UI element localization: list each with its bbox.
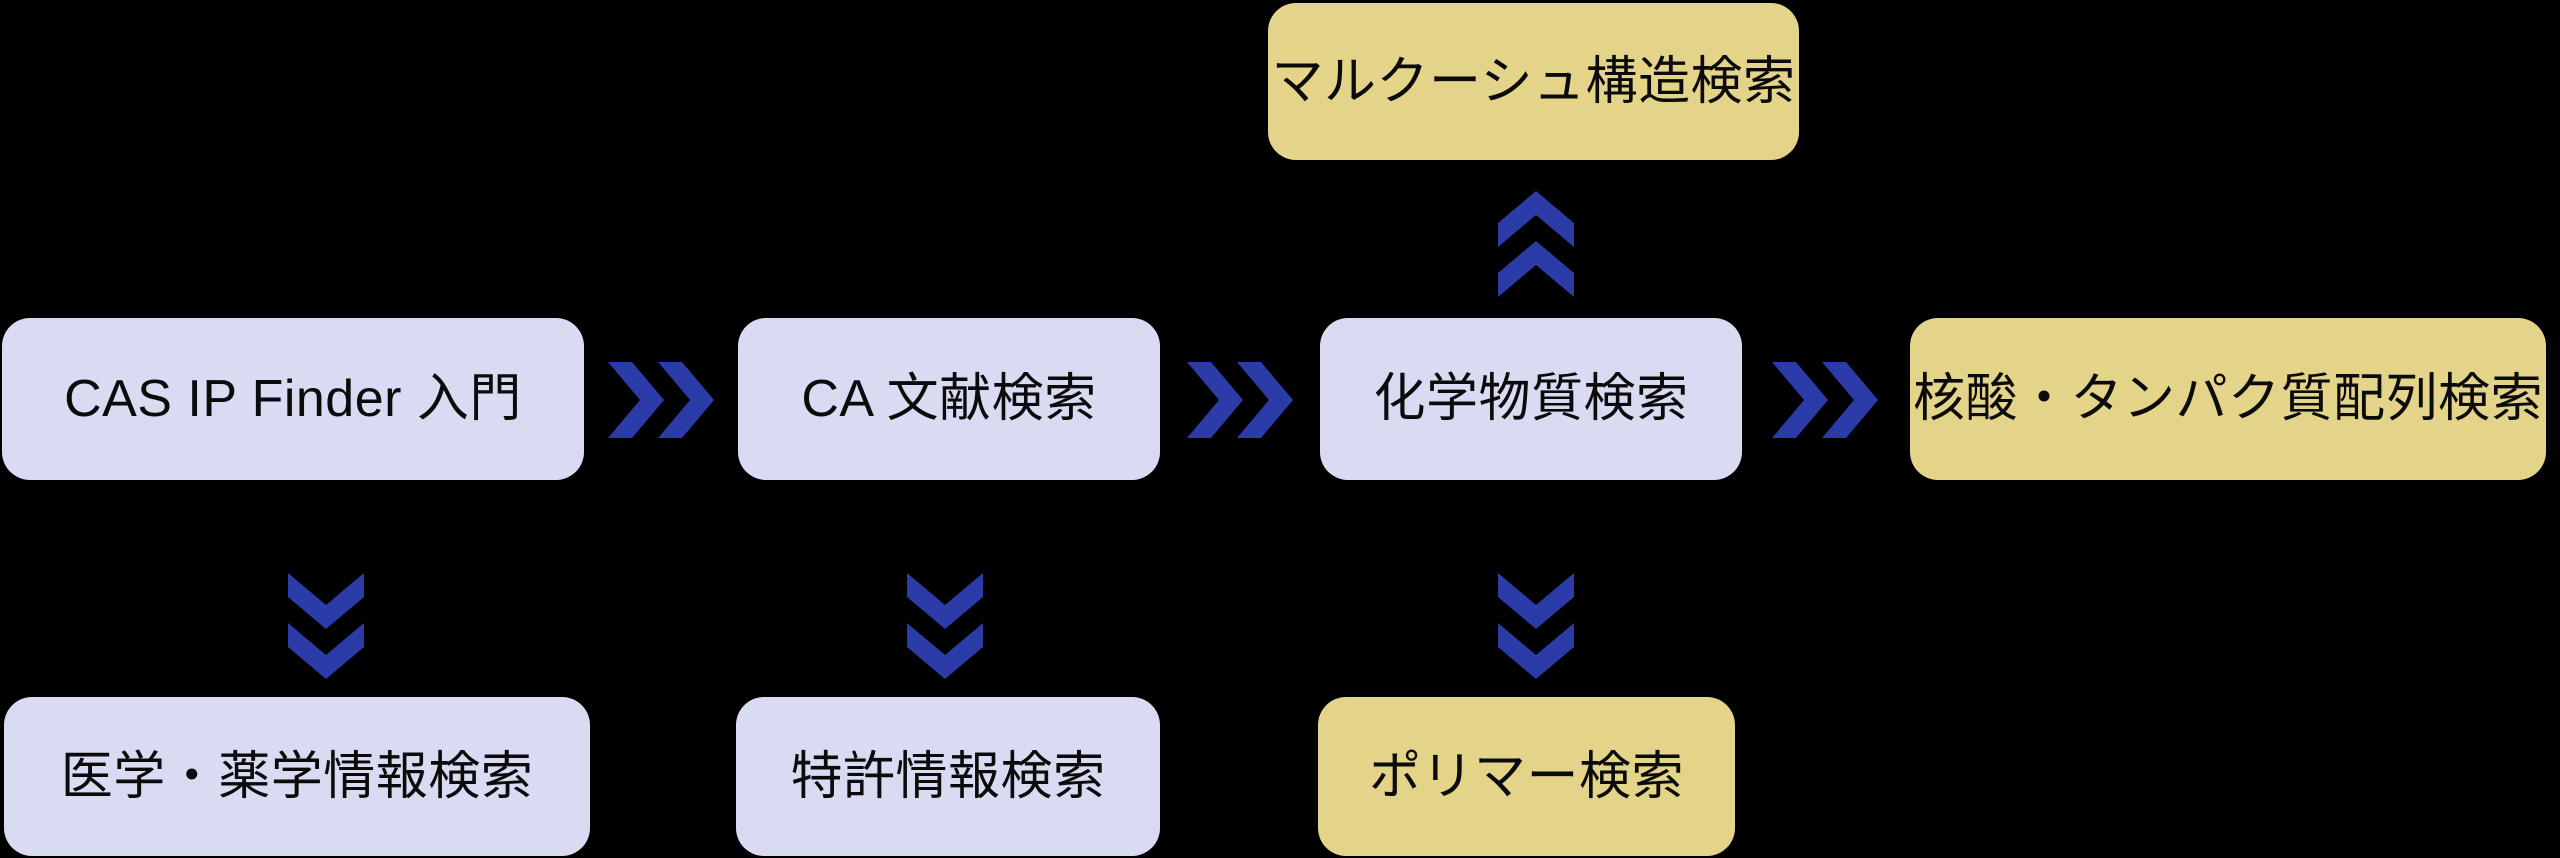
double-chevron-up-icon [1498,191,1574,297]
node-label: 医学・薬学情報検索 [60,747,534,806]
node-polymer-search: ポリマー検索 [1318,697,1735,856]
node-label: 特許情報検索 [790,747,1106,806]
node-label: マルクーシュ構造検索 [1271,52,1796,111]
double-chevron-right-icon [608,362,714,438]
node-label: CA 文献検索 [801,370,1097,428]
node-cas-ip-finder-intro: CAS IP Finder 入門 [2,318,584,480]
node-chemical-substance-search: 化学物質検索 [1320,318,1742,480]
node-label: CAS IP Finder 入門 [64,370,522,428]
node-ca-literature-search: CA 文献検索 [738,318,1160,480]
double-chevron-down-icon [907,573,983,679]
node-patent-info-search: 特許情報検索 [736,697,1160,856]
node-medical-pharma-info-search: 医学・薬学情報検索 [4,697,590,856]
node-label: 化学物質検索 [1373,370,1689,428]
node-label: ポリマー検索 [1368,747,1684,806]
double-chevron-right-icon [1772,362,1878,438]
double-chevron-right-icon [1187,362,1293,438]
node-markush-structure-search: マルクーシュ構造検索 [1268,3,1799,160]
node-sequence-search: 核酸・タンパク質配列検索 [1910,318,2546,480]
node-label: 核酸・タンパク質配列検索 [1912,370,2543,428]
double-chevron-down-icon [288,573,364,679]
double-chevron-down-icon [1498,573,1574,679]
